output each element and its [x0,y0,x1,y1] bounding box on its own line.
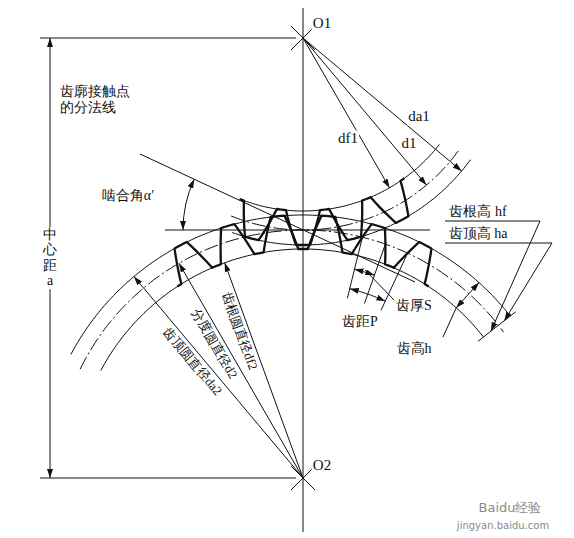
angle-arc [183,179,194,230]
gear-tooth [259,216,303,254]
addendum-circle [71,215,510,355]
leader-line [443,308,456,337]
center-label: O1 [312,15,332,32]
dimension-label: 齿厚S [395,298,433,314]
gear-tooth [240,199,282,240]
extension-line [40,478,296,479]
pitch-circle [80,230,504,369]
leader-line [365,270,394,300]
dimension-label: df1 [337,130,359,147]
gear-tooth [175,242,217,287]
dimension-label: d1 [401,135,418,152]
radial-dimension-line [478,312,516,342]
leader-line [445,243,552,321]
gear-tooth [325,199,367,240]
tip-diameter-line [303,38,462,171]
tip-diameter-line [134,277,303,478]
dimension-label: 齿顶高 ha [448,226,509,242]
gear-tooth [281,210,324,245]
pitch-dimension-arc [350,289,386,302]
center-label: O2 [312,457,332,474]
dimension-label: da1 [407,108,431,125]
extension-line [40,38,296,39]
thickness-dimension-arc [355,269,375,275]
dimension-label: 齿高h [396,341,433,357]
root-circle [244,145,439,212]
root-circle [101,249,484,371]
pressure-line [140,154,415,282]
tooth-height-dimension [456,283,479,308]
center-line [303,8,304,532]
callout-label: 齿廓接触点 的分法线 [59,84,139,116]
watermark: Baidu经验 [478,501,543,516]
angle-label: 啮合角α′ [101,188,155,204]
dimension-label: 齿距P [341,314,379,330]
leader-line [445,221,540,331]
gear-tooth [303,216,347,254]
line-group [40,8,552,532]
dimension-label: 中心距a [42,227,58,289]
gear-tooth [217,224,259,266]
dimension-label: 齿根高 hf [448,204,507,220]
root-diameter-line [303,38,390,188]
gear-tooth [347,224,389,266]
watermark: jingyan.baidu.com [456,520,550,532]
